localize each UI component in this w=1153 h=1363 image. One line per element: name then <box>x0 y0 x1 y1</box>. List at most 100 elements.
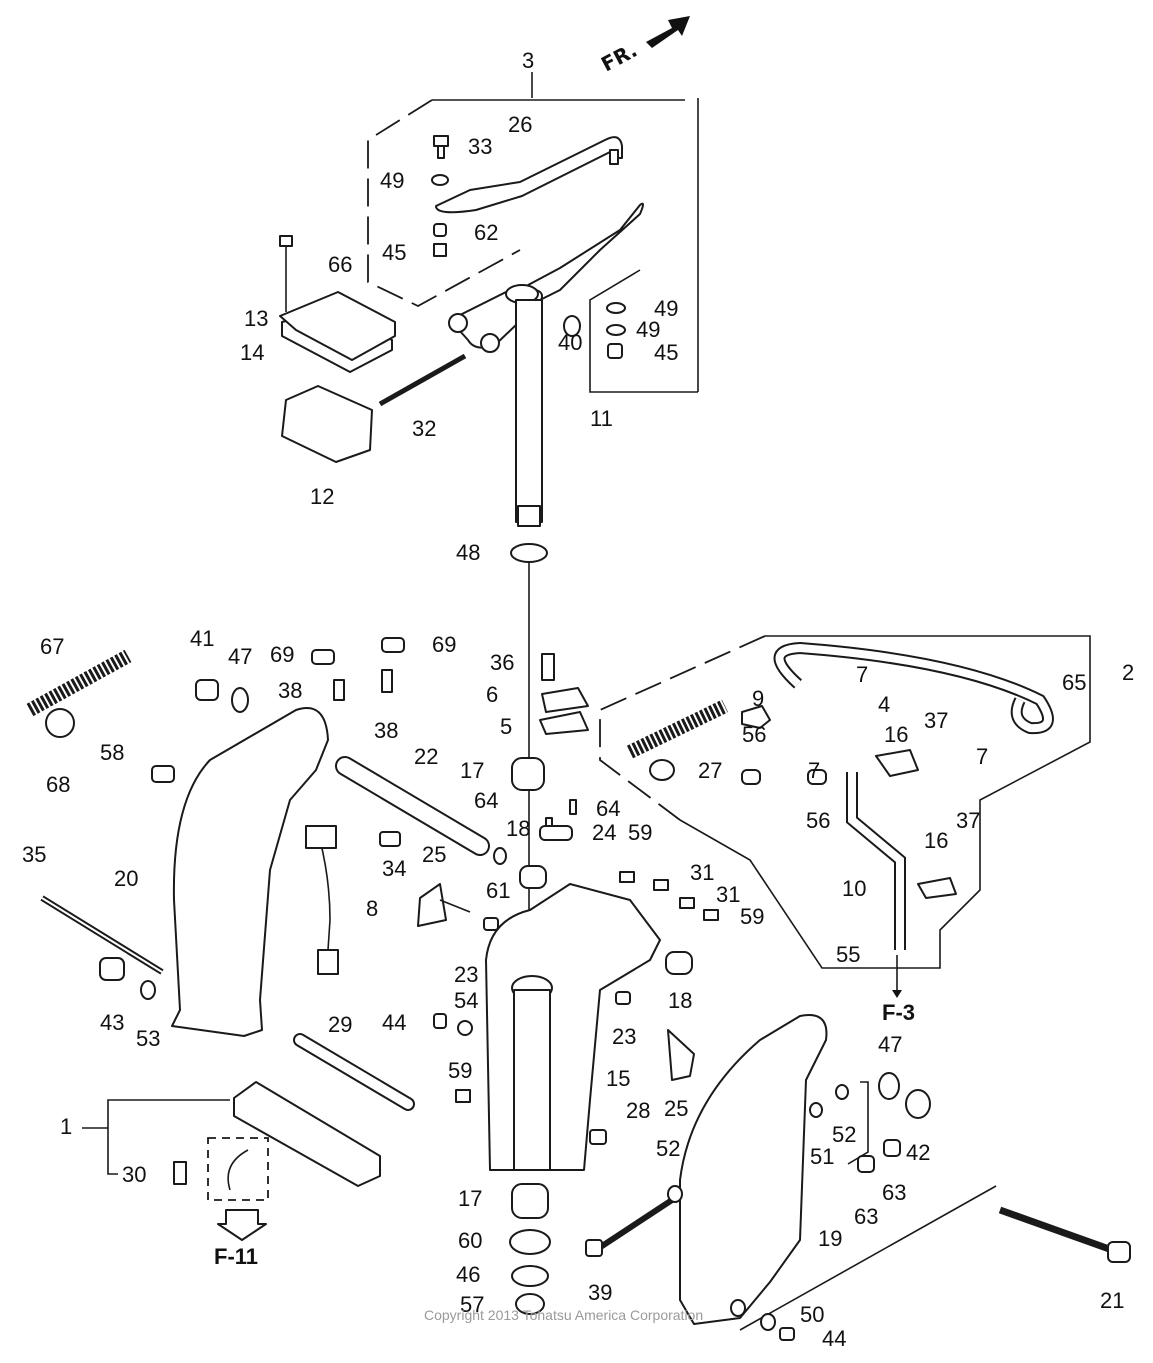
callout: 66 <box>328 252 352 277</box>
part-6-plate <box>541 687 589 713</box>
callout: 39 <box>588 1280 612 1305</box>
part-17-bushing-2 <box>511 1183 549 1219</box>
callout: 52 <box>832 1122 856 1147</box>
part-38-grease-nipple <box>333 679 345 701</box>
callout: 17 <box>458 1186 482 1211</box>
part-54-washer <box>457 1020 473 1036</box>
callout: 25 <box>664 1096 688 1121</box>
callout: 9 <box>752 686 764 711</box>
part-63-nut-2 <box>883 1139 901 1157</box>
callout: 49 <box>654 296 678 321</box>
part-18-bushing <box>519 865 547 889</box>
callout: 47 <box>228 644 252 669</box>
callout: 63 <box>854 1204 878 1229</box>
front-arrow-icon <box>646 16 690 48</box>
callout: 38 <box>278 678 302 703</box>
part-5-plate <box>539 711 589 735</box>
callout: 45 <box>382 240 406 265</box>
callout: 1 <box>60 1114 72 1139</box>
part-39-bolt <box>594 1197 674 1253</box>
part-49-washer <box>431 174 449 186</box>
front-direction-indicator: FR. <box>597 16 690 76</box>
arrow-to-f11-icon <box>217 1209 267 1241</box>
callout: 53 <box>136 1026 160 1051</box>
callout: 7 <box>976 744 988 769</box>
part-28-nut <box>589 1129 607 1145</box>
fr-label: FR. <box>597 38 641 77</box>
callout: 37 <box>956 808 980 833</box>
callout: 46 <box>456 1262 480 1287</box>
part-52-washer <box>667 1185 683 1203</box>
callout: 5 <box>500 714 512 739</box>
callout: 65 <box>1062 670 1086 695</box>
callout: 6 <box>486 682 498 707</box>
callout: 37 <box>924 708 948 733</box>
callout: 13 <box>244 306 268 331</box>
part-45-nut-2 <box>607 343 623 359</box>
callout: 63 <box>882 1180 906 1205</box>
callout: 47 <box>878 1032 902 1057</box>
callout: 8 <box>366 896 378 921</box>
part-44-nut-2 <box>779 1327 795 1341</box>
callout: 59 <box>628 820 652 845</box>
callout: 23 <box>454 962 478 987</box>
callout: 7 <box>856 662 868 687</box>
part-40-nut <box>563 315 581 337</box>
ref-link-f3[interactable]: F-3 <box>882 1000 915 1025</box>
ref-link-f11[interactable]: F-11 <box>214 1244 258 1269</box>
callout: 55 <box>836 942 860 967</box>
callout: 59 <box>448 1058 472 1083</box>
part-59-nipple-3 <box>703 909 719 921</box>
part-18-bushing-2 <box>665 951 693 975</box>
part-17-bushing <box>511 757 545 791</box>
callout: 40 <box>558 330 582 355</box>
part-1-anode-plate <box>82 1081 381 1241</box>
part-44-nut <box>433 1013 447 1029</box>
callout-labels: 3 26 33 49 62 45 66 13 14 40 49 49 45 32… <box>22 48 1134 1351</box>
callout: 41 <box>190 626 214 651</box>
callout: 20 <box>114 866 138 891</box>
callout: 28 <box>626 1098 650 1123</box>
callout: 44 <box>822 1326 846 1351</box>
callout: 18 <box>506 816 530 841</box>
callout: 51 <box>810 1144 834 1169</box>
part-38-grease-nipple-2 <box>381 669 393 693</box>
callout: 10 <box>842 876 866 901</box>
part-26-link-rod <box>435 136 623 214</box>
part-20-clamp-bracket-left <box>171 707 329 1037</box>
callout: 36 <box>490 650 514 675</box>
callout: 45 <box>654 340 678 365</box>
part-50-washer-2 <box>760 1313 776 1331</box>
part-49-washer-3 <box>606 324 626 336</box>
arrow-to-f3-icon <box>892 990 902 998</box>
callout: 34 <box>382 856 406 881</box>
callout: 3 <box>522 48 534 73</box>
part-9-corrugated-hose <box>626 699 729 759</box>
part-31-bolt-2 <box>679 897 695 909</box>
part-60-seal <box>509 1229 551 1255</box>
callout: 60 <box>458 1228 482 1253</box>
callout: 49 <box>380 168 404 193</box>
callout: 18 <box>668 988 692 1013</box>
part-61-washer <box>493 847 507 865</box>
part-57-plate <box>515 1293 545 1315</box>
part-56-clip <box>741 769 761 785</box>
callout: 67 <box>40 634 64 659</box>
part-69-clamp <box>311 649 335 665</box>
part-45-nut <box>433 243 447 257</box>
part-25-lever-2 <box>667 1029 695 1081</box>
part-59-nipple-2 <box>619 871 635 883</box>
part-36-bolt <box>541 653 555 681</box>
callout: 59 <box>740 904 764 929</box>
part-64-pin-2 <box>569 799 577 815</box>
callout: 23 <box>612 1024 636 1049</box>
callout: 50 <box>800 1302 824 1327</box>
part-21-bolt <box>998 1206 1114 1254</box>
callout: 4 <box>878 692 890 717</box>
callout: 56 <box>806 808 830 833</box>
callout: 69 <box>432 632 456 657</box>
part-4-elbow <box>741 705 771 729</box>
callout: 16 <box>924 828 948 853</box>
callout: 52 <box>656 1136 680 1161</box>
